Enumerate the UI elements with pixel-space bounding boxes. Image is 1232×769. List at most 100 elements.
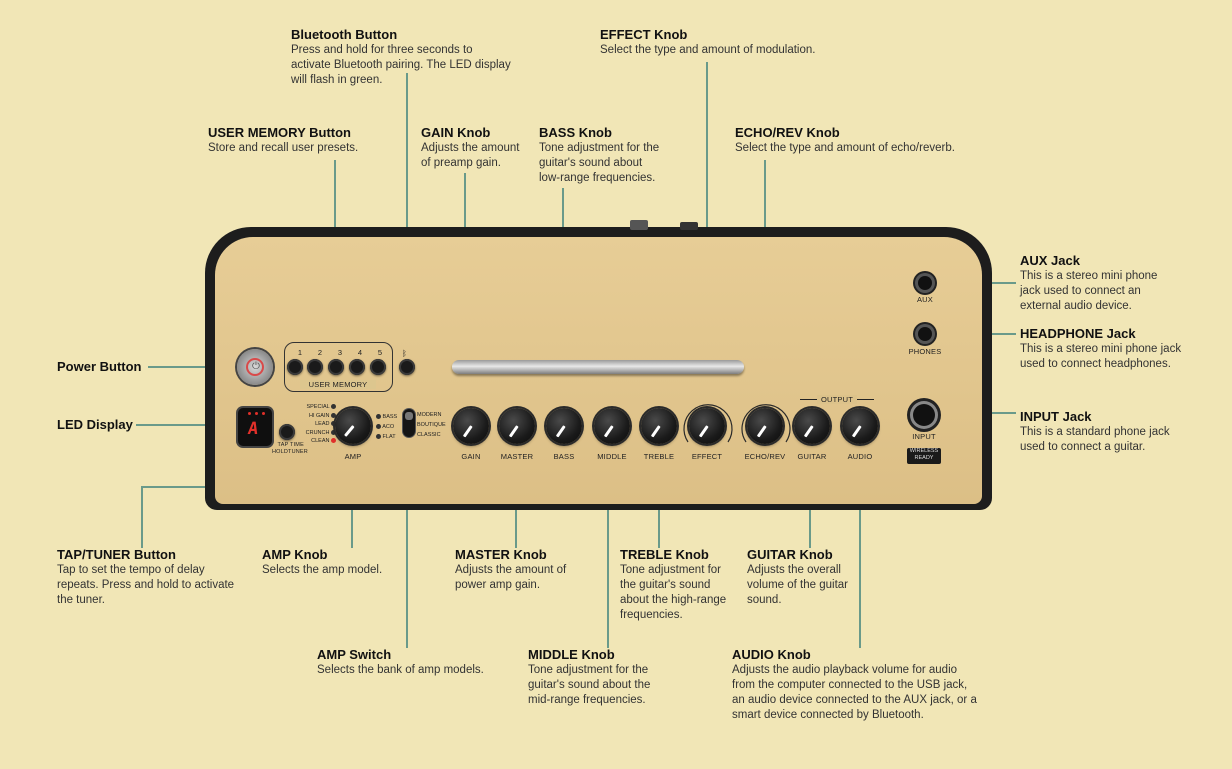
aux-jack[interactable] [918, 276, 932, 290]
amp-knob[interactable] [335, 408, 371, 444]
power-button[interactable]: ⏻ [237, 349, 273, 385]
amp-bank-flat: FLAT [382, 434, 396, 440]
callout-bluetooth-desc: Press and hold for three seconds to acti… [291, 44, 511, 86]
callout-amp-switch-desc: Selects the bank of amp models. [317, 664, 484, 676]
echo-rev-knob[interactable] [747, 408, 783, 444]
memory-number-2: 2 [317, 348, 323, 357]
master-knob[interactable] [499, 408, 535, 444]
callout-guitar-desc: Adjusts the overall volume of the guitar… [747, 564, 849, 606]
callout-aux-title: AUX Jack [1020, 253, 1080, 268]
echo-rev-label: ECHO/REV [744, 452, 786, 461]
memory-number-5: 5 [377, 348, 383, 357]
amp-switch-classic: CLASSIC [417, 432, 441, 438]
callout-middle-title: MIDDLE Knob [528, 647, 615, 662]
callout-treble-title: TREBLE Knob [620, 547, 709, 562]
echo-rev-scale [741, 404, 791, 443]
callout-middle: MIDDLE Knob Tone adjustment for the guit… [528, 647, 688, 708]
callout-master: MASTER Knob Adjusts the amount of power … [455, 547, 605, 593]
callout-audio-title: AUDIO Knob [732, 647, 811, 662]
memory-button-3[interactable] [328, 359, 344, 375]
callout-user-memory: USER MEMORY Button Store and recall user… [208, 125, 398, 156]
callout-effect-title: EFFECT Knob [600, 27, 688, 42]
callout-user-memory-desc: Store and recall user presets. [208, 142, 359, 154]
callout-aux-desc: This is a stereo mini phone jack used to… [1020, 270, 1158, 312]
callout-input-title: INPUT Jack [1020, 409, 1092, 424]
callout-headphone-title: HEADPHONE Jack [1020, 326, 1136, 341]
amp-switch-modern: MODERN [417, 412, 442, 418]
callout-bluetooth-title: Bluetooth Button [291, 27, 398, 42]
bass-label: BASS [553, 452, 575, 461]
guitar-knob[interactable] [794, 408, 830, 444]
callout-tap-tuner-title: TAP/TUNER Button [57, 547, 176, 562]
tap-label: TAP [277, 442, 289, 448]
callout-guitar-title: GUITAR Knob [747, 547, 833, 562]
wireless-label: WIRELESS [909, 448, 939, 454]
handle-slot [452, 360, 744, 374]
callout-audio-desc: Adjusts the audio playback volume for au… [732, 664, 977, 721]
callout-tap-tuner: TAP/TUNER Button Tap to set the tempo of… [57, 547, 267, 608]
ready-label: READY [914, 455, 934, 461]
memory-numbers: 1 2 3 4 5 [290, 348, 390, 357]
effect-knob[interactable] [689, 408, 725, 444]
top-screw-2 [680, 222, 698, 230]
callout-gain-title: GAIN Knob [421, 125, 491, 140]
master-label: MASTER [500, 452, 534, 461]
callout-led-title: LED Display [57, 417, 133, 432]
callout-input: INPUT Jack This is a standard phone jack… [1020, 409, 1220, 455]
amp-bank-aco: ACO [382, 424, 395, 430]
aux-jack-label: AUX [916, 295, 934, 304]
callout-bass-desc: Tone adjustment for the guitar's sound a… [539, 142, 660, 184]
callout-amp-switch-title: AMP Switch [317, 647, 392, 662]
amp-switch-lever [405, 412, 413, 420]
callout-treble-desc: Tone adjustment for the guitar's sound a… [620, 564, 727, 621]
treble-knob[interactable] [641, 408, 677, 444]
memory-button-1[interactable] [287, 359, 303, 375]
callout-echo-rev-title: ECHO/REV Knob [735, 125, 840, 140]
tap-tuner-button[interactable] [279, 424, 295, 440]
led-character: A [246, 419, 260, 439]
memory-button-5[interactable] [370, 359, 386, 375]
bass-knob[interactable] [546, 408, 582, 444]
callout-middle-desc: Tone adjustment for the guitar's sound a… [528, 664, 651, 706]
amp-knob-label: AMP [344, 452, 362, 461]
callout-master-title: MASTER Knob [455, 547, 547, 562]
callout-bluetooth: Bluetooth Button Press and hold for thre… [291, 27, 531, 88]
callout-bass-title: BASS Knob [539, 125, 612, 140]
callout-aux: AUX Jack This is a stereo mini phone jac… [1020, 253, 1220, 314]
phones-jack[interactable] [918, 327, 932, 341]
callout-tap-tuner-desc: Tap to set the tempo of delay repeats. P… [57, 564, 235, 606]
power-ring [246, 358, 264, 376]
memory-number-3: 3 [337, 348, 343, 357]
bluetooth-button[interactable] [399, 359, 415, 375]
callout-guitar: GUITAR Knob Adjusts the overall volume o… [747, 547, 877, 608]
input-jack-label: INPUT [912, 432, 936, 441]
callout-amp-knob-desc: Selects the amp model. [262, 564, 383, 576]
amp-model-clean: CLEAN [311, 438, 330, 445]
led-display: A [238, 408, 272, 446]
top-screw [630, 220, 648, 230]
time-label: TIME [290, 442, 304, 448]
callout-effect-desc: Select the type and amount of modulation… [600, 44, 816, 56]
memory-button-2[interactable] [307, 359, 323, 375]
bluetooth-icon: ᛒ [402, 349, 407, 358]
audio-label: AUDIO [847, 452, 873, 461]
amp-model-list: SPECIAL HI GAIN LEAD CRUNCH CLEAN [296, 403, 336, 446]
callout-echo-rev-desc: Select the type and amount of echo/rever… [735, 142, 955, 154]
amp-switch[interactable] [403, 409, 415, 437]
power-icon: ⏻ [252, 361, 260, 372]
middle-knob[interactable] [594, 408, 630, 444]
callout-headphone-desc: This is a stereo mini phone jack used to… [1020, 343, 1182, 370]
led-dots [248, 412, 265, 415]
callout-user-memory-title: USER MEMORY Button [208, 125, 351, 140]
gain-knob[interactable] [453, 408, 489, 444]
input-jack[interactable] [913, 404, 935, 426]
memory-number-4: 4 [357, 348, 363, 357]
amp-bank-bass: BASS [382, 414, 398, 420]
middle-label: MIDDLE [597, 452, 627, 461]
treble-label: TREBLE [643, 452, 675, 461]
callout-amp-switch: AMP Switch Selects the bank of amp model… [317, 647, 517, 678]
callout-power-title: Power Button [57, 359, 142, 374]
memory-button-4[interactable] [349, 359, 365, 375]
callout-treble: TREBLE Knob Tone adjustment for the guit… [620, 547, 745, 623]
audio-knob[interactable] [842, 408, 878, 444]
